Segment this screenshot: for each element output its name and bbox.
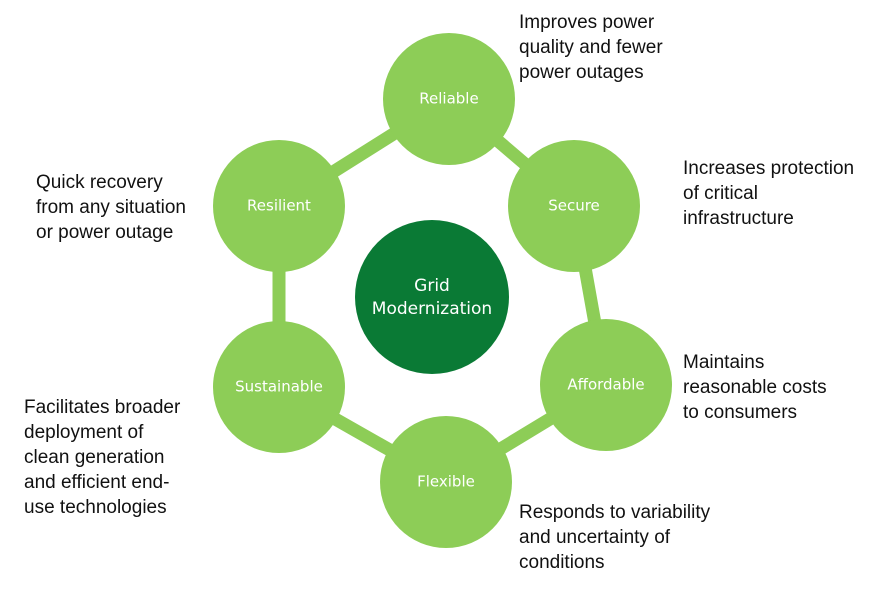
node-label-reliable: Reliable	[419, 90, 478, 108]
node-label-sustainable: Sustainable	[235, 378, 323, 396]
node-flexible: Flexible	[380, 416, 512, 548]
description-reliable: Improves power quality and fewer power o…	[519, 12, 663, 83]
description-secure: Increases protection of critical infrast…	[683, 158, 855, 229]
center-label-line-2: Modernization	[372, 299, 492, 319]
node-affordable: Affordable	[540, 319, 672, 451]
node-label-secure: Secure	[548, 197, 600, 215]
description-affordable: Maintains reasonable costs to consumers	[683, 352, 827, 423]
description-sustainable: Facilitates broader deployment of clean …	[24, 397, 181, 518]
description-flexible: Responds to variability and uncertainty …	[519, 502, 711, 573]
description-resilient: Quick recovery from any situation or pow…	[36, 172, 186, 243]
node-label-resilient: Resilient	[247, 197, 311, 215]
center-node: Grid Modernization	[355, 220, 509, 374]
center-label-line-1: Grid	[414, 276, 450, 296]
node-sustainable: Sustainable	[213, 321, 345, 453]
node-resilient: Resilient	[213, 140, 345, 272]
node-reliable: Reliable	[383, 33, 515, 165]
node-label-flexible: Flexible	[417, 473, 475, 491]
node-secure: Secure	[508, 140, 640, 272]
node-label-affordable: Affordable	[567, 376, 644, 394]
